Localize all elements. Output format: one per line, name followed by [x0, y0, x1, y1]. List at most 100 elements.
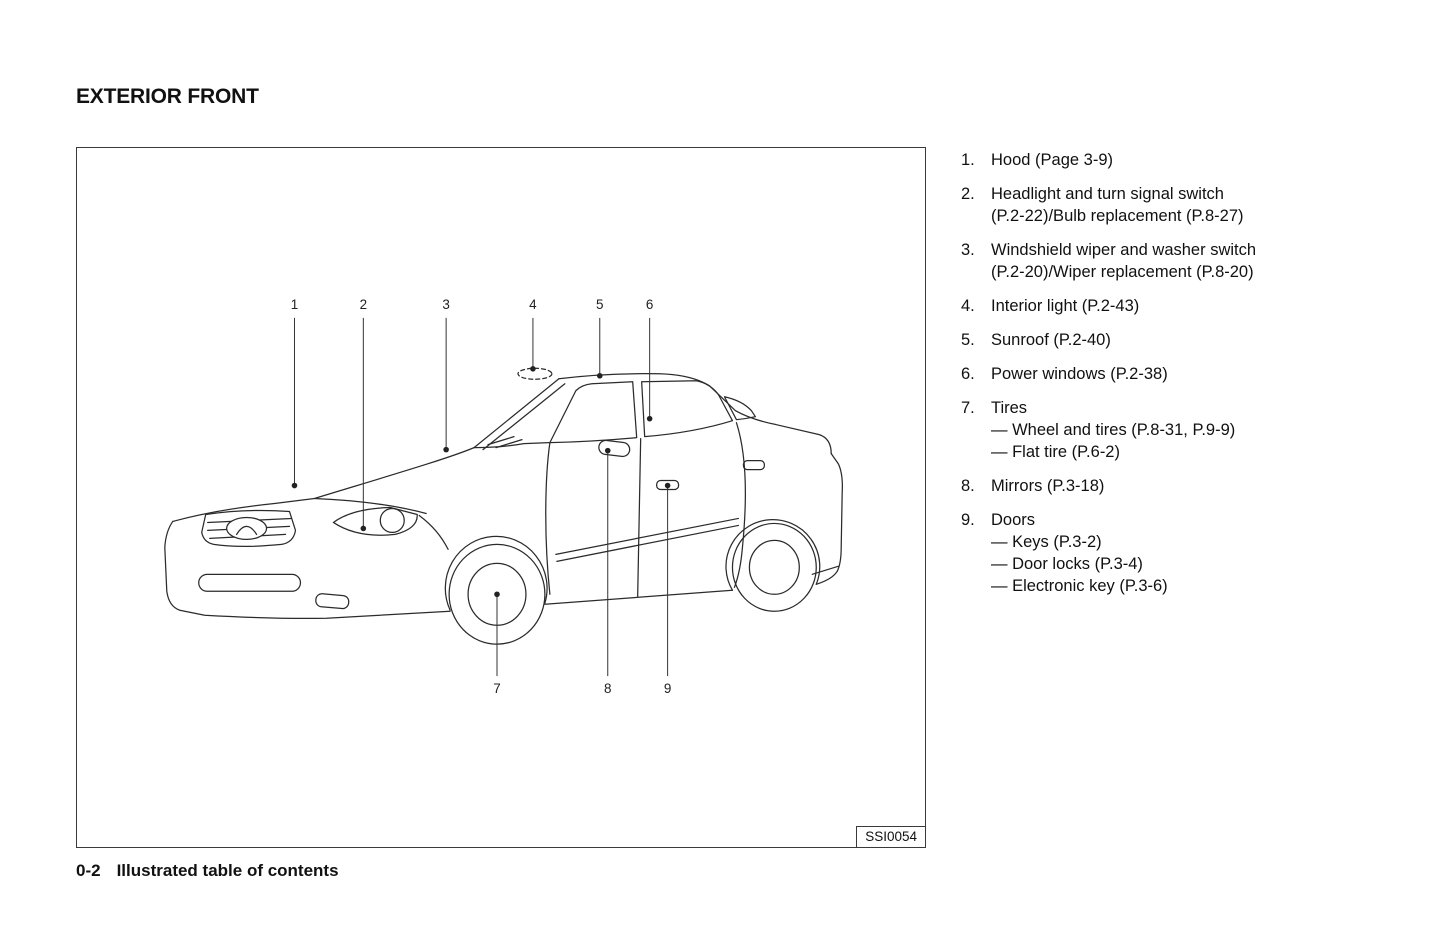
rear-bumper-crease — [811, 565, 839, 575]
roof-and-trunk-line — [558, 373, 832, 455]
callout-6: 6 — [646, 297, 653, 422]
callout-8: 8 — [604, 447, 611, 696]
callout-2: 2 — [360, 297, 367, 532]
callout-2-dot — [360, 525, 367, 532]
toc-item-8: 8. Mirrors (P.3-18) — [961, 475, 1371, 497]
item-subtext: — Flat tire (P.6-2) — [991, 443, 1120, 461]
callout-3-dot — [443, 446, 449, 453]
rear-door-window — [641, 380, 734, 438]
callout-8-label: 8 — [604, 681, 611, 696]
brand-logo-oval — [226, 516, 268, 541]
toc-item-1: 1. Hood (Page 3-9) — [961, 149, 1371, 171]
callout-6-dot — [646, 415, 653, 422]
callout-6-label: 6 — [646, 297, 653, 312]
quarter-window — [723, 396, 757, 421]
figure-code: SSI0054 — [856, 825, 926, 848]
rocker-sill-line — [544, 589, 734, 605]
item-number: 2. — [961, 185, 975, 203]
body-side-molding — [555, 517, 740, 562]
brand-logo-mark — [236, 525, 258, 536]
item-text: (P.2-22)/Bulb replacement (P.8-27) — [991, 207, 1244, 225]
callouts: 1 2 3 4 — [291, 297, 672, 696]
item-text: Doors — [991, 511, 1036, 529]
item-number: 4. — [961, 297, 975, 315]
front-door-edge — [545, 442, 551, 595]
callout-1: 1 — [291, 297, 298, 489]
toc-item-5: 5. Sunroof (P.2-40) — [961, 329, 1371, 351]
side-mirror — [598, 439, 631, 458]
toc-item-2: 2. Headlight and turn signal switch (P.2… — [961, 183, 1371, 227]
callout-7: 7 — [493, 591, 501, 696]
rear-door-edge — [733, 422, 746, 588]
item-text: Headlight and turn signal switch — [991, 185, 1224, 203]
item-subtext: — Keys (P.3-2) — [991, 533, 1102, 551]
item-text: Tires — [991, 399, 1028, 417]
callout-7-label: 7 — [493, 681, 500, 696]
item-number: 5. — [961, 331, 975, 349]
item-text: Power windows (P.2-38) — [991, 365, 1168, 383]
callout-4-dot — [530, 366, 536, 372]
front-bumper-underbody — [164, 520, 451, 620]
item-text: Hood (Page 3-9) — [991, 151, 1113, 169]
callout-8-dot — [604, 447, 611, 454]
item-subtext: — Door locks (P.3-4) — [991, 555, 1143, 573]
wiper-blades — [487, 436, 523, 449]
rear-wheel-arch — [725, 519, 821, 591]
item-subtext: — Wheel and tires (P.8-31, P.9-9) — [991, 421, 1236, 439]
callout-9: 9 — [664, 482, 671, 696]
callout-2-label: 2 — [360, 297, 367, 312]
front-door-window — [549, 381, 638, 444]
front-wheel-arch — [444, 535, 548, 611]
toc-item-3: 3. Windshield wiper and washer switch (P… — [961, 239, 1371, 283]
fender-line — [418, 514, 449, 551]
item-text: Mirrors (P.3-18) — [991, 477, 1105, 495]
hood-line — [172, 446, 475, 523]
toc-item-7: 7. Tires — Wheel and tires (P.8-31, P.9-… — [961, 397, 1371, 463]
b-pillar-door-split — [637, 438, 642, 597]
callout-5: 5 — [596, 297, 604, 379]
item-text: Interior light (P.2-43) — [991, 297, 1140, 315]
cowl-line — [473, 442, 550, 449]
callout-4: 4 — [529, 297, 537, 372]
item-text: Sunroof (P.2-40) — [991, 331, 1111, 349]
a-pillar-line — [473, 378, 560, 449]
rear-wheel-rim — [748, 539, 800, 595]
bumper-air-intake — [198, 573, 302, 592]
rear-tire — [731, 522, 817, 612]
callout-7-dot — [494, 591, 500, 598]
a-pillar-inner-line — [482, 383, 566, 451]
hood-cut-line — [313, 497, 427, 515]
callout-9-label: 9 — [664, 681, 671, 696]
headlight-bulb — [379, 507, 405, 534]
callout-3: 3 — [442, 297, 450, 453]
callout-4-label: 4 — [529, 297, 537, 312]
item-number: 1. — [961, 151, 975, 169]
illustrated-contents-list: 1. Hood (Page 3-9) 2. Headlight and turn… — [961, 149, 1371, 609]
toc-item-9: 9. Doors — Keys (P.3-2) — Door locks (P.… — [961, 509, 1371, 597]
figure-frame: 1 2 3 4 — [76, 147, 926, 848]
callout-3-label: 3 — [442, 297, 449, 312]
callout-9-dot — [664, 482, 671, 489]
headlight-outline — [332, 506, 418, 536]
page-footer: 0-2 Illustrated table of contents — [76, 861, 339, 881]
callout-5-dot — [596, 372, 603, 379]
callout-1-dot — [291, 482, 298, 489]
item-number: 8. — [961, 477, 975, 495]
item-subtext: — Electronic key (P.3-6) — [991, 577, 1168, 595]
footer-section-label: Illustrated table of contents — [116, 861, 339, 880]
item-number: 9. — [961, 511, 975, 529]
footer-page-number: 0-2 — [76, 861, 101, 880]
callout-5-label: 5 — [596, 297, 603, 312]
grille-outline — [201, 509, 297, 547]
toc-item-4: 4. Interior light (P.2-43) — [961, 295, 1371, 317]
quarter-panel-handle — [742, 459, 766, 471]
item-number: 7. — [961, 399, 975, 417]
fog-lamp — [315, 593, 350, 610]
item-text: (P.2-20)/Wiper replacement (P.8-20) — [991, 263, 1254, 281]
item-text: Windshield wiper and washer switch — [991, 241, 1257, 259]
item-number: 3. — [961, 241, 975, 259]
car-drawing — [164, 367, 843, 645]
rear-bumper-profile — [815, 452, 843, 585]
item-number: 6. — [961, 365, 975, 383]
